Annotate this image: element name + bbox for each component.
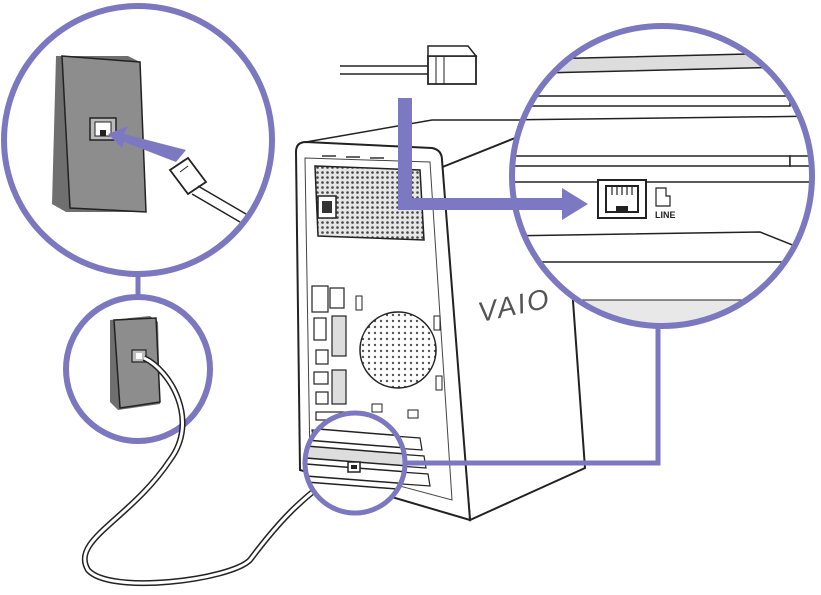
- zoom-circle-wall-jack: [1, 3, 275, 277]
- arrow-icon: [398, 98, 588, 220]
- case-fan-grille: [359, 311, 437, 389]
- zoom-circle-slot: [302, 410, 408, 516]
- zoom-connector-line: [405, 326, 661, 466]
- line-jack-icon: [597, 179, 647, 219]
- phone-handset-icon: [655, 187, 671, 207]
- io-ports: [311, 285, 347, 421]
- zoom-circle-wall-outlet: [63, 294, 213, 444]
- line-port-label: LINE: [655, 210, 676, 220]
- wall-plug: [168, 156, 247, 223]
- phone-plug-icon: [340, 45, 478, 85]
- psu-grille: [314, 165, 425, 241]
